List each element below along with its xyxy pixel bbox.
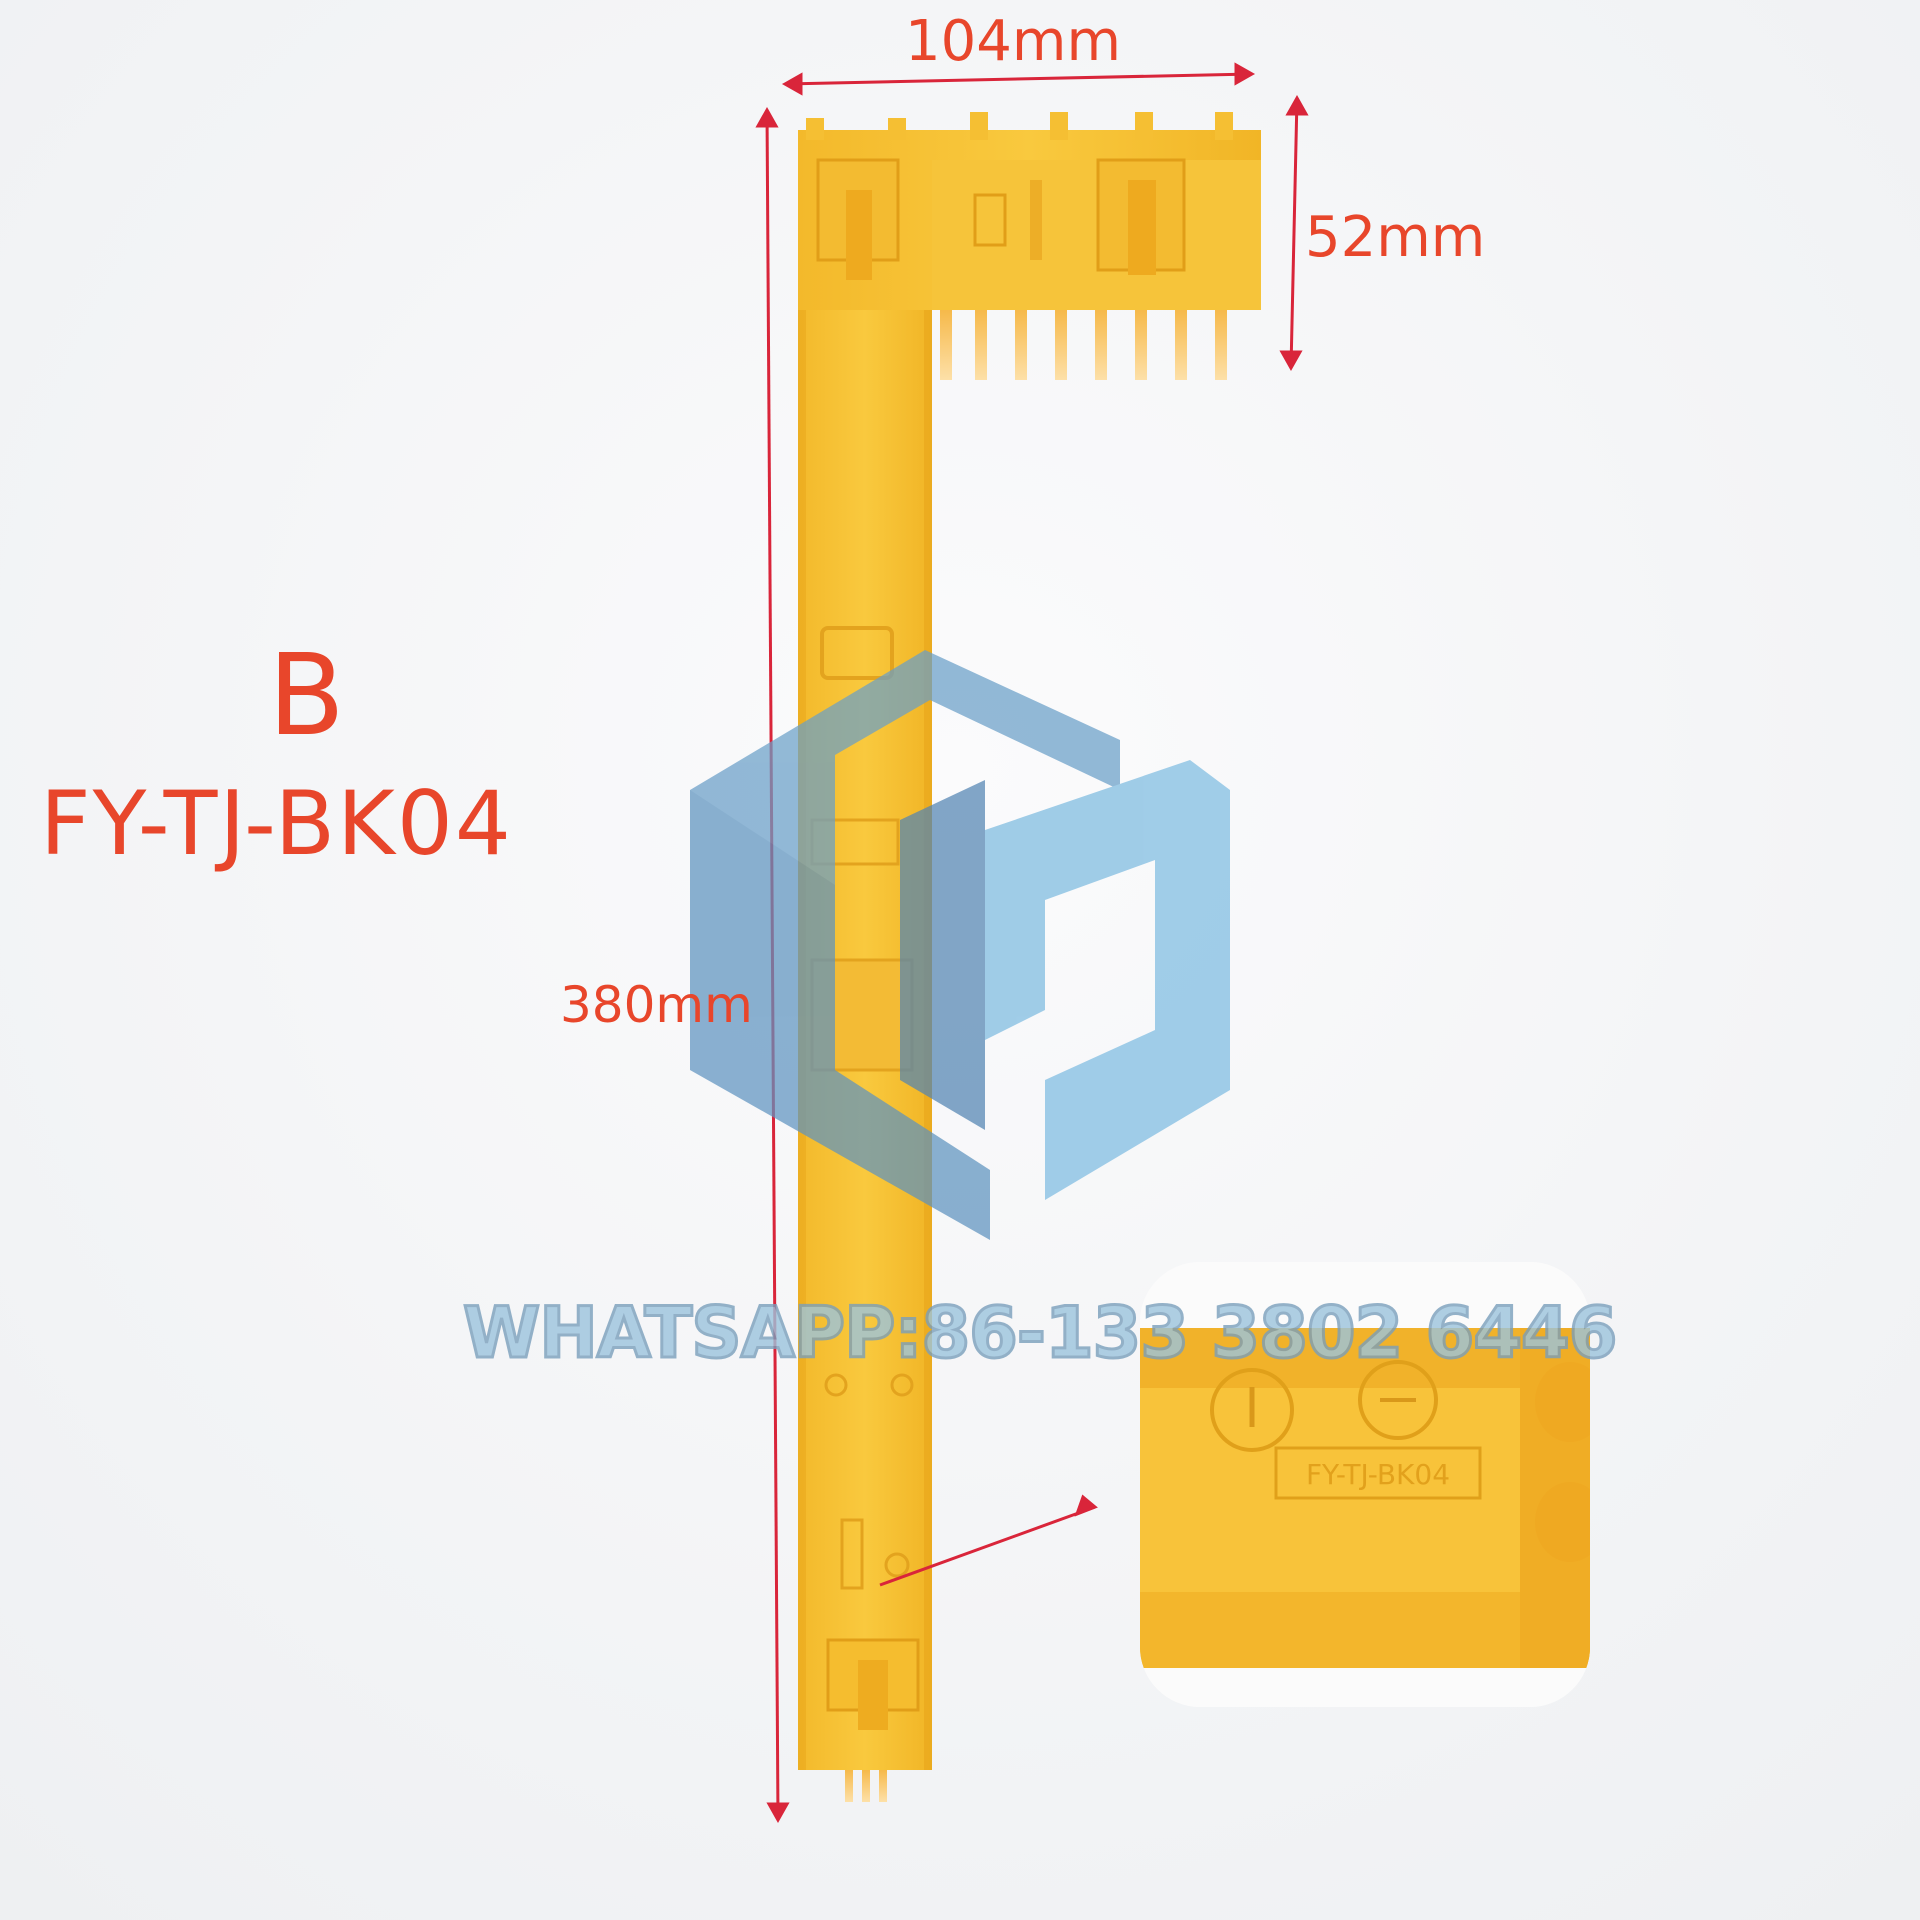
detail-inset-photo: FY-TJ-BK04 xyxy=(1140,1262,1590,1707)
height-dimension-arrow xyxy=(1279,94,1309,372)
cube-logo xyxy=(690,650,1230,1240)
detail-inset: FY-TJ-BK04 xyxy=(1140,1262,1590,1707)
variant-label: B xyxy=(268,631,345,761)
callout-arrow xyxy=(879,1494,1098,1587)
inset-embossed-text: FY-TJ-BK04 xyxy=(1306,1458,1450,1491)
height-dimension-label: 52mm xyxy=(1305,205,1486,270)
top-comb-block xyxy=(798,112,1261,380)
width-dimension-label: 104mm xyxy=(905,9,1121,74)
width-dimension-arrow xyxy=(781,62,1256,96)
length-dimension-label: 380mm xyxy=(560,976,753,1034)
model-label: FY-TJ-BK04 xyxy=(40,772,513,875)
whatsapp-watermark: WHATSAPP:86-133 3802 6446 xyxy=(461,1291,1618,1376)
